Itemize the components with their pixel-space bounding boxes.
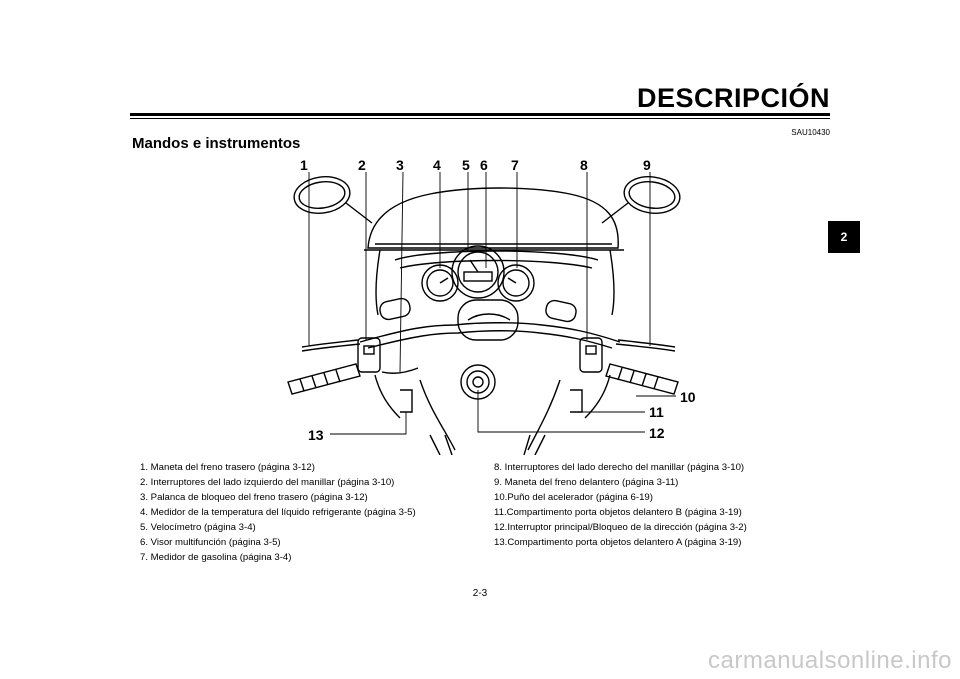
front-storage-compartment-a bbox=[400, 389, 413, 413]
front-storage-compartment-b bbox=[570, 389, 583, 413]
legend-item: 5. Velocímetro (página 3-4) bbox=[140, 522, 256, 533]
handlebar bbox=[359, 322, 621, 349]
callout-6: 6 bbox=[480, 157, 488, 173]
legend-item: 6. Visor multifunción (página 3-5) bbox=[140, 537, 281, 548]
rear-brake-lever bbox=[301, 339, 359, 348]
callout-8: 8 bbox=[580, 157, 588, 173]
callout-13: 13 bbox=[308, 427, 324, 443]
front-brake-lever bbox=[617, 339, 676, 348]
legend-list-left: 1. Maneta del freno trasero (página 3-12… bbox=[140, 460, 416, 565]
right-mirror bbox=[601, 176, 681, 224]
rear-brake-lock-lever bbox=[381, 367, 419, 374]
page-number: 2-3 bbox=[472, 588, 488, 599]
left-mirror bbox=[293, 176, 373, 224]
watermark: carmanualsonline.info bbox=[708, 647, 952, 674]
callout-3: 3 bbox=[396, 157, 404, 173]
dash-cowl bbox=[375, 249, 615, 316]
legend-item: 9. Maneta del freno delantero (página 3-… bbox=[494, 477, 679, 488]
legend-item: 3. Palanca de bloqueo del freno trasero … bbox=[140, 492, 368, 503]
windscreen bbox=[364, 187, 624, 251]
section-title: Mandos e instrumentos bbox=[132, 135, 301, 152]
chapter-tab: 2 bbox=[828, 221, 860, 253]
legend-item: 12.Interruptor principal/Bloqueo de la d… bbox=[494, 522, 747, 533]
callout-11: 11 bbox=[649, 404, 664, 420]
callout-2: 2 bbox=[358, 157, 366, 173]
throttle-grip bbox=[605, 363, 679, 395]
center-console-cover bbox=[457, 299, 519, 341]
callout-5: 5 bbox=[462, 157, 470, 173]
fuel-gauge bbox=[497, 264, 535, 302]
speedometer bbox=[451, 245, 505, 299]
header-rule-thin bbox=[130, 118, 830, 119]
legend-list-right: 8. Interruptores del lado derecho del ma… bbox=[494, 460, 747, 550]
callout-12: 12 bbox=[649, 425, 665, 441]
handlebar-diagram: 1 2 3 4 5 6 7 8 9 10 11 12 13 bbox=[287, 157, 696, 455]
legend-item: 13.Compartimento porta objetos delantero… bbox=[494, 537, 742, 548]
callout-1: 1 bbox=[300, 157, 308, 173]
header-rule-thick bbox=[130, 113, 830, 116]
legend-item: 7. Medidor de gasolina (página 3-4) bbox=[140, 552, 292, 563]
callout-10: 10 bbox=[680, 389, 696, 405]
left-grip bbox=[287, 363, 361, 395]
left-handlebar-switches bbox=[357, 337, 381, 373]
legend-item: 8. Interruptores del lado derecho del ma… bbox=[494, 462, 745, 473]
legend-item: 2. Interruptores del lado izquierdo del … bbox=[140, 477, 395, 488]
callout-9: 9 bbox=[643, 157, 651, 173]
legend-item: 4. Medidor de la temperatura del líquido… bbox=[140, 507, 416, 518]
callout-7: 7 bbox=[511, 157, 519, 173]
callout-4: 4 bbox=[433, 157, 441, 173]
document-code: SAU10430 bbox=[791, 128, 830, 137]
legend-item: 1. Maneta del freno trasero (página 3-12… bbox=[140, 462, 315, 473]
right-handlebar-switches bbox=[579, 337, 603, 373]
legend-item: 11.Compartimento porta objetos delantero… bbox=[494, 507, 742, 518]
page-header-title: DESCRIPCIÓN bbox=[636, 83, 830, 113]
legend-item: 10.Puño del acelerador (página 6-19) bbox=[494, 492, 653, 503]
